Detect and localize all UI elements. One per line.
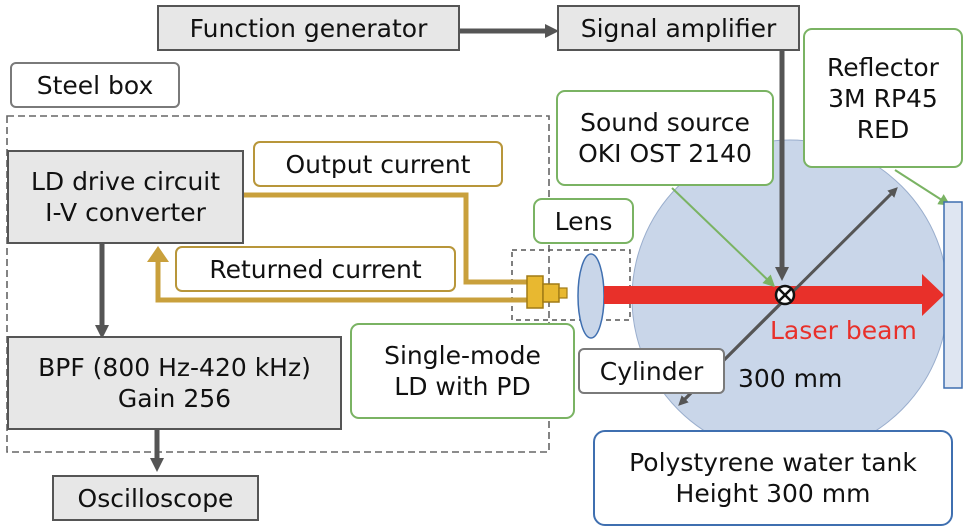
water-tank-line-2: Height 300 mm — [675, 479, 871, 508]
oscilloscope-box: Oscilloscope — [52, 475, 259, 521]
cylinder-label-box: Cylinder — [578, 348, 725, 394]
ld-drive-line-2: I-V converter — [45, 198, 206, 227]
returned-current-label: Returned current — [209, 254, 422, 284]
output-current-label: Output current — [285, 149, 471, 179]
steel-box-label: Steel box — [36, 70, 154, 100]
returned-current-arrowhead — [147, 246, 169, 262]
function-generator-box: Function generator — [157, 5, 460, 51]
ld-drive-line-1: LD drive circuit — [30, 167, 221, 196]
steel-box-label-box: Steel box — [10, 62, 180, 108]
returned-current-box: Returned current — [175, 246, 456, 292]
lens-label-box: Lens — [533, 198, 634, 244]
ld-pd-line-1: Single-mode — [384, 341, 541, 370]
diameter-label: 300 mm — [738, 364, 843, 393]
signal-amplifier-box: Signal amplifier — [557, 5, 800, 51]
ld-connector — [526, 275, 544, 309]
function-generator-label: Function generator — [189, 13, 428, 43]
water-tank-line-1: Polystyrene water tank — [629, 448, 917, 477]
lens-shape — [577, 253, 605, 339]
returned-current-wire — [155, 258, 527, 303]
bpf-line-2: Gain 256 — [117, 384, 232, 413]
water-tank-box: Polystyrene water tank Height 300 mm — [593, 430, 953, 526]
ld-connector-nose — [558, 287, 568, 299]
reflector-line-2: 3M RP45 — [828, 83, 938, 113]
bpf-line-1: BPF (800 Hz-420 kHz) — [38, 353, 311, 382]
ld-pd-line-2: LD with PD — [394, 372, 531, 401]
ld-enclosure — [511, 249, 631, 321]
bpf-box: BPF (800 Hz-420 kHz) Gain 256 — [7, 336, 342, 430]
source-marker-cross-b — [778, 288, 792, 302]
oscilloscope-label: Oscilloscope — [77, 483, 234, 513]
cylinder-label: Cylinder — [599, 356, 704, 386]
output-current-box: Output current — [253, 141, 503, 187]
sound-source-line-2: OKI OST 2140 — [578, 139, 752, 168]
signal-amplifier-label: Signal amplifier — [580, 13, 777, 43]
ld-connector-tip — [542, 283, 560, 303]
ld-pd-box: Single-mode LD with PD — [350, 323, 575, 419]
output-current-wire — [240, 192, 527, 285]
reflector-pointer — [894, 169, 951, 206]
reflector-plate — [943, 201, 963, 389]
sound-source-pointer — [671, 187, 776, 288]
reflector-line-3: RED — [856, 114, 910, 144]
laser-beam-arrowhead — [922, 274, 944, 316]
sound-source-line-1: Sound source — [580, 108, 750, 137]
reflector-box: Reflector 3M RP45 RED — [803, 28, 963, 168]
reflector-line-1: Reflector — [827, 52, 939, 82]
ld-drive-box: LD drive circuit I-V converter — [7, 150, 244, 244]
sound-source-box: Sound source OKI OST 2140 — [556, 90, 774, 186]
laser-beam-bar — [604, 286, 926, 304]
lens-label: Lens — [554, 206, 613, 236]
laser-beam-label: Laser beam — [770, 316, 917, 345]
